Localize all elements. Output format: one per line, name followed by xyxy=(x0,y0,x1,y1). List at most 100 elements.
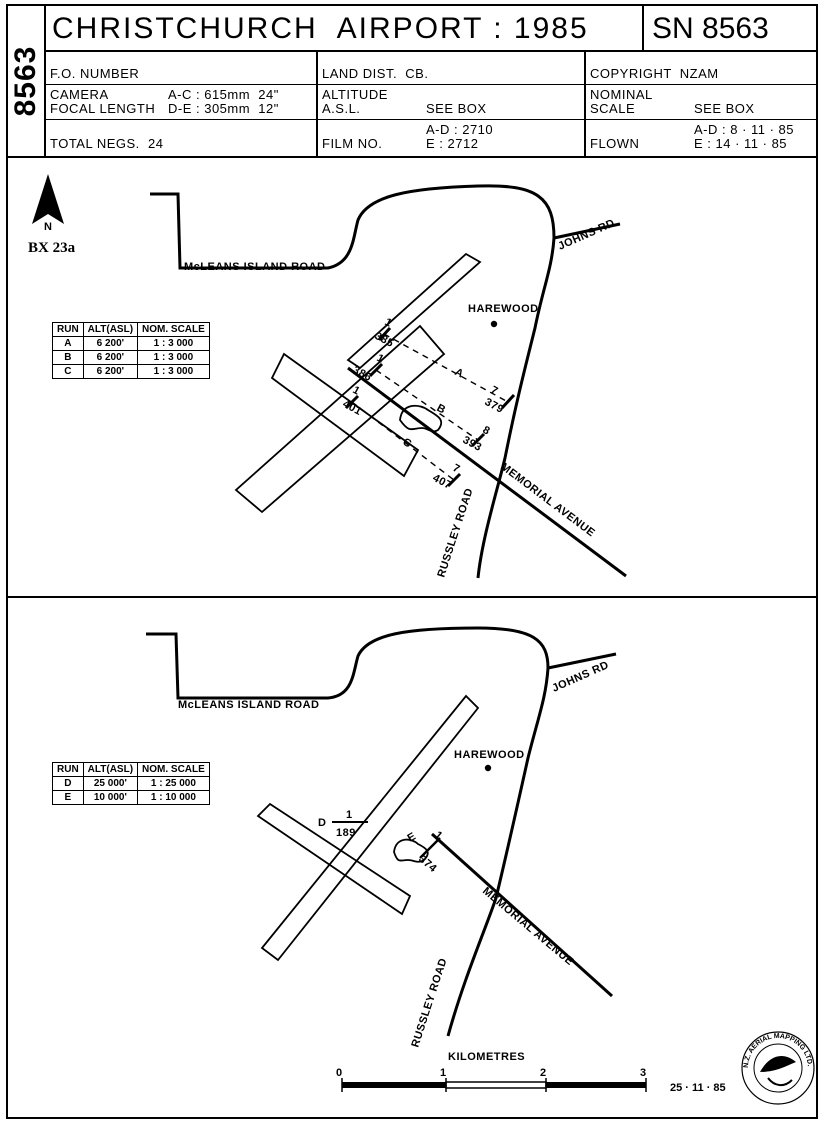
altitude-label: ALTITUDE xyxy=(322,87,388,102)
flight-run-d: D 1 189 xyxy=(318,809,368,839)
divider xyxy=(46,84,816,85)
copyright: COPYRIGHT NZAM xyxy=(590,66,719,81)
scale-bar: KILOMETRES 0 1 2 3 xyxy=(336,1051,647,1092)
run-d-neg: 189 xyxy=(336,827,356,839)
run-table-bottom: RUN ALT(ASL) NOM. SCALE D 25 000' 1 : 25… xyxy=(52,762,210,805)
run-c-start-num: 1 xyxy=(351,384,362,398)
runway-outline xyxy=(234,324,446,514)
run-a-end-num: 7 xyxy=(489,384,500,398)
run-c-start-neg: 401 xyxy=(341,398,364,418)
table-cell: 1 : 3 000 xyxy=(137,350,210,365)
johns-road-line xyxy=(553,222,621,240)
runway-outline xyxy=(346,252,482,370)
flight-run-b: 1 386 B 8 393 xyxy=(351,352,492,454)
table-cell: 6 200' xyxy=(82,364,139,379)
panel-divider xyxy=(8,596,816,598)
scale-tick-2: 2 xyxy=(540,1067,547,1079)
pond-outline xyxy=(399,404,443,433)
run-a-start-num: 1 xyxy=(383,316,394,330)
title-block: 8563 CHRISTCHURCH AIRPORT : 1985 SN 8563… xyxy=(8,6,816,158)
scale-tick-0: 0 xyxy=(336,1067,343,1079)
table-cell: 1 : 25 000 xyxy=(137,776,210,791)
north-label: N xyxy=(44,221,52,233)
map-sheet: 8563 CHRISTCHURCH AIRPORT : 1985 SN 8563… xyxy=(6,4,818,1119)
altitude-value: SEE BOX xyxy=(426,101,487,116)
table-row: C 6 200' 1 : 3 000 xyxy=(52,364,210,379)
road-label-russley: RUSSLEY ROAD xyxy=(409,957,449,1049)
table-cell: 1 : 10 000 xyxy=(137,790,210,805)
table-cell: E xyxy=(52,790,84,805)
flown-label: FLOWN xyxy=(590,136,640,151)
run-e-num: 1 xyxy=(432,829,445,842)
table-header: ALT(ASL) xyxy=(82,322,139,337)
scale-tick-3: 3 xyxy=(640,1067,647,1079)
harewood-label: HAREWOOD xyxy=(454,749,525,761)
road-label-mcleans: McLEANS ISLAND ROAD xyxy=(178,699,320,711)
table-cell: C xyxy=(52,364,84,379)
run-b-end-num: 8 xyxy=(481,424,492,438)
table-cell: 6 200' xyxy=(82,336,139,351)
table-header: NOM. SCALE xyxy=(137,762,210,777)
map-top-svg: N HAREWOOD McLEANS ISLAND ROAD JOHNS RD … xyxy=(32,174,627,579)
run-e-neg: 374 xyxy=(416,853,439,875)
harewood-label: HAREWOOD xyxy=(468,303,539,315)
box-reference: BX 23a xyxy=(28,240,76,256)
map-panel-top: N HAREWOOD McLEANS ISLAND ROAD JOHNS RD … xyxy=(8,158,816,596)
runway-outline xyxy=(256,802,412,916)
table-cell: 1 : 3 000 xyxy=(137,364,210,379)
road-label-memorial: MEMORIAL AVENUE xyxy=(480,885,576,968)
side-code-box: 8563 xyxy=(8,6,46,156)
table-header: NOM. SCALE xyxy=(137,322,210,337)
run-b-label: B xyxy=(435,402,448,417)
north-arrow-icon xyxy=(32,174,64,224)
road-lines xyxy=(150,184,556,579)
table-row: B 6 200' 1 : 3 000 xyxy=(52,350,210,365)
table-cell: A xyxy=(52,336,84,351)
memorial-avenue-line xyxy=(430,832,614,998)
scale-title: KILOMETRES xyxy=(448,1051,525,1063)
total-negatives: TOTAL NEGS. 24 xyxy=(50,136,164,151)
johns-road-line xyxy=(547,652,617,670)
table-row: E 10 000' 1 : 10 000 xyxy=(52,790,210,805)
scale-value: SEE BOX xyxy=(694,101,755,116)
nominal-label: NOMINAL xyxy=(590,87,653,102)
sheet-title: CHRISTCHURCH AIRPORT : 1985 xyxy=(46,6,642,52)
road-label-memorial: MEMORIAL AVENUE xyxy=(498,461,597,540)
company-seal-logo: N.Z. AERIAL MAPPING LTD. xyxy=(741,1031,815,1105)
road-label-mcleans: McLEANS ISLAND ROAD xyxy=(184,261,326,273)
fo-number-label: F.O. NUMBER xyxy=(50,66,140,81)
road-label-russley: RUSSLEY ROAD xyxy=(435,487,475,579)
camera-value: A-C : 615mm 24" xyxy=(168,87,279,102)
memorial-avenue-line xyxy=(347,366,627,578)
table-cell: D xyxy=(52,776,84,791)
runway-outline xyxy=(260,694,480,962)
harewood-point-icon xyxy=(490,320,498,328)
pond-outline xyxy=(393,838,429,863)
flown-date-ad: A-D : 8 · 11 · 85 xyxy=(694,122,795,137)
asl-label: A.S.L. xyxy=(322,101,361,116)
flown-date-e: E : 14 · 11 · 85 xyxy=(694,136,788,151)
table-header: RUN xyxy=(52,322,84,337)
film-number-e: E : 2712 xyxy=(426,136,479,151)
table-cell: 10 000' xyxy=(82,790,139,805)
table-header: RUN xyxy=(52,762,84,777)
scale-tick-1: 1 xyxy=(440,1067,447,1079)
flight-run-e: E 1 374 xyxy=(406,829,445,875)
table-row: D 25 000' 1 : 25 000 xyxy=(52,776,210,791)
sheet-serial-number: SN 8563 xyxy=(642,6,816,52)
map-bottom-svg: HAREWOOD McLEANS ISLAND ROAD JOHNS RD ME… xyxy=(146,626,815,1105)
map-panel-bottom: HAREWOOD McLEANS ISLAND ROAD JOHNS RD ME… xyxy=(8,598,816,1117)
run-d-num: 1 xyxy=(346,809,353,821)
divider xyxy=(316,52,318,156)
run-b-start-neg: 386 xyxy=(351,364,374,384)
focal-length-label: FOCAL LENGTH xyxy=(50,101,156,116)
table-cell: 25 000' xyxy=(82,776,139,791)
runway-outline xyxy=(270,352,420,478)
run-d-label: D xyxy=(318,817,326,829)
drawn-date: 25 · 11 · 85 xyxy=(670,1082,726,1094)
scale-label: SCALE xyxy=(590,101,636,116)
table-cell: 6 200' xyxy=(82,350,139,365)
divider xyxy=(584,52,586,156)
table-cell: 1 : 3 000 xyxy=(137,336,210,351)
table-header: ALT(ASL) xyxy=(82,762,139,777)
